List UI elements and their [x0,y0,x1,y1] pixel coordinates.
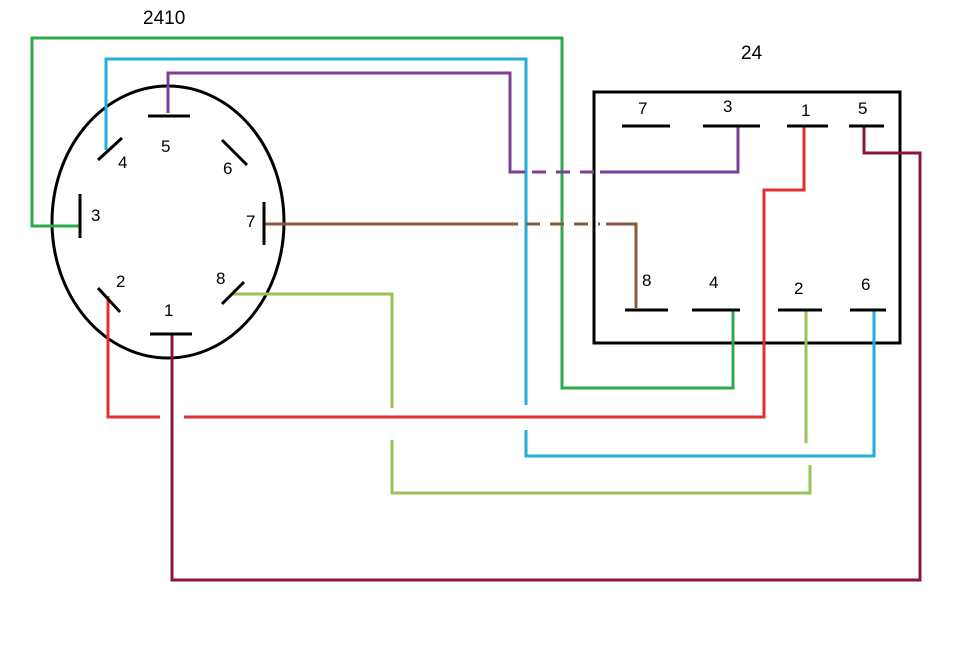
right-connector-body [592,90,902,345]
wire-red-b [184,126,806,419]
wire-cyan-b [524,310,876,458]
left-pin-8-label: 8 [216,269,225,288]
left-pin-8 [220,280,246,306]
left-pin-5-label: 5 [161,137,170,156]
left-connector-title: 2410 [143,8,185,29]
right-pin-5-label: 5 [858,99,867,118]
left-pin-2-label: 2 [116,272,125,291]
wire-maroon [170,126,922,582]
wire-lightgreen-b [390,440,812,495]
right-pin-1-label: 1 [801,101,810,120]
right-connector-title: 24 [741,43,763,64]
wire-green [30,36,735,390]
wire-lightgreen-a [232,292,394,408]
right-connector-pins [622,124,886,312]
right-pin-7-label: 7 [638,99,647,118]
left-connector-pins [78,114,266,336]
right-pin-8-label: 8 [642,271,651,290]
wire-purple-b [600,126,740,174]
right-pin-4-label: 4 [709,273,718,292]
right-pin-2-label: 2 [794,279,803,298]
left-pin-1-label: 1 [164,301,173,320]
wire-brown-b [606,222,638,308]
wire-purple-a [166,71,525,174]
left-pin-6-label: 6 [223,159,232,178]
left-pin-7-label: 7 [246,212,255,231]
right-pin-6-label: 6 [861,275,870,294]
right-pin-3-label: 3 [723,97,732,116]
left-pin-4 [96,136,124,162]
wire-cyan-a [104,57,528,405]
left-pin-6 [220,138,249,167]
left-pin-4-label: 4 [118,153,127,172]
left-pin-3-label: 3 [91,206,100,225]
wire-red-a [106,296,160,419]
left-pin-2 [96,286,122,314]
